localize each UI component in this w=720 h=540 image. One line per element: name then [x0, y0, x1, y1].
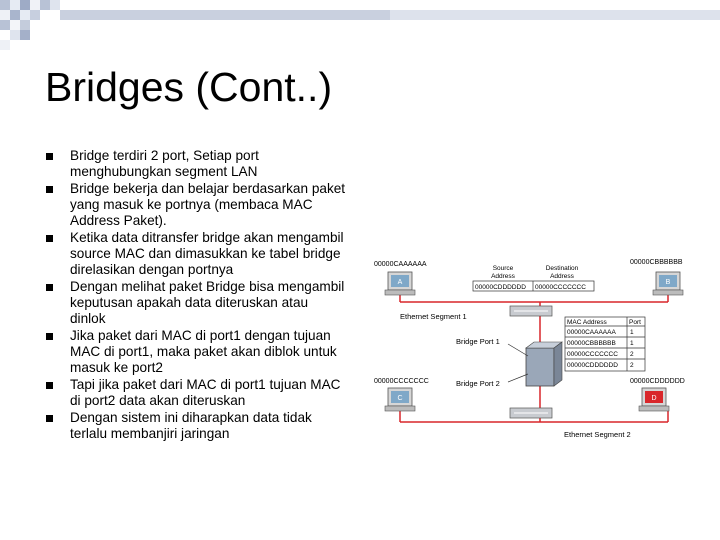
mac-d-label: 00000CDDDDDD [630, 378, 685, 385]
slide-title: Bridges (Cont..) [45, 64, 333, 110]
pc-a-icon [384, 271, 416, 296]
bullet-text: Ketika data ditransfer bridge akan menga… [70, 230, 344, 277]
mac-table-header-mac: MAC Address [567, 319, 607, 326]
mac-table-header-port: Port [629, 319, 641, 326]
square-bullet-icon [46, 186, 53, 193]
mac-c-label: 00000CCCCCCC [374, 378, 429, 385]
dest-label-2: Address [550, 273, 575, 280]
source-label-1: Source [493, 265, 514, 272]
bullet-item: Ketika data ditransfer bridge akan menga… [46, 230, 346, 278]
mac-table-cell-port: 1 [630, 329, 634, 336]
mac-table-cell-port: 2 [630, 351, 634, 358]
square-bullet-icon [46, 235, 53, 242]
pc-d-icon [638, 387, 670, 412]
frame-dst: 00000CCCCCCC [535, 284, 586, 291]
bullet-text: Dengan sistem ini diharapkan data tidak … [70, 410, 312, 441]
square-bullet-icon [46, 415, 53, 422]
mac-table-cell-mac: 00000CCCCCCC [567, 351, 618, 358]
bullet-text: Bridge terdiri 2 port, Setiap port mengh… [70, 148, 259, 179]
mac-b-label: 00000CBBBBBB [630, 259, 683, 266]
pc-c-label: C [397, 395, 402, 402]
frame-src: 00000CDDDDDD [475, 284, 526, 291]
bullet-text: Tapi jika paket dari MAC di port1 tujuan… [70, 377, 341, 408]
pc-b-icon [652, 271, 684, 296]
square-bullet-icon [46, 382, 53, 389]
bridge-port-1-label: Bridge Port 1 [456, 337, 500, 346]
bullet-item: Bridge bekerja dan belajar berdasarkan p… [46, 181, 346, 229]
mac-table-cell-port: 2 [630, 362, 634, 369]
frame-box [472, 280, 595, 292]
header-decoration [0, 0, 720, 50]
bullet-list: Bridge terdiri 2 port, Setiap port mengh… [46, 148, 346, 443]
hub-2-icon [509, 407, 553, 419]
dest-label-1: Destination [546, 265, 579, 272]
pc-b-label: B [666, 279, 671, 286]
segment-1-label: Ethernet Segment 1 [400, 312, 467, 321]
bullet-item: Dengan melihat paket Bridge bisa mengamb… [46, 279, 346, 327]
segment-2-label: Ethernet Segment 2 [564, 430, 631, 439]
square-bullet-icon [46, 333, 53, 340]
pc-a-label: A [398, 279, 403, 286]
bridge-network-diagram: A 00000CAAAAAA B 00000CBBBBBB C 00000CCC… [374, 259, 685, 439]
mac-table-cell-mac: 00000CBBBBBB [567, 340, 616, 347]
pc-d-label: D [651, 395, 656, 402]
bridge-icon [525, 341, 563, 387]
bridge-port-2-label: Bridge Port 2 [456, 379, 500, 388]
bullet-text: Dengan melihat paket Bridge bisa mengamb… [70, 279, 345, 326]
mac-table-cell-port: 1 [630, 340, 634, 347]
bullet-text: Jika paket dari MAC di port1 dengan tuju… [70, 328, 337, 375]
mac-a-label: 00000CAAAAAA [374, 261, 427, 268]
bullet-item: Tapi jika paket dari MAC di port1 tujuan… [46, 377, 346, 409]
mac-table-cell-mac: 00000CDDDDDD [567, 362, 618, 369]
bullet-item: Dengan sistem ini diharapkan data tidak … [46, 410, 346, 442]
bullet-text: Bridge bekerja dan belajar berdasarkan p… [70, 181, 346, 228]
mac-table [564, 316, 646, 372]
source-label-2: Address [491, 273, 516, 280]
pc-c-icon [384, 387, 416, 412]
bullet-item: Jika paket dari MAC di port1 dengan tuju… [46, 328, 346, 376]
bullet-item: Bridge terdiri 2 port, Setiap port mengh… [46, 148, 346, 180]
mac-table-cell-mac: 00000CAAAAAA [567, 329, 616, 336]
square-bullet-icon [46, 284, 53, 291]
hub-1-icon [509, 305, 553, 317]
square-bullet-icon [46, 153, 53, 160]
